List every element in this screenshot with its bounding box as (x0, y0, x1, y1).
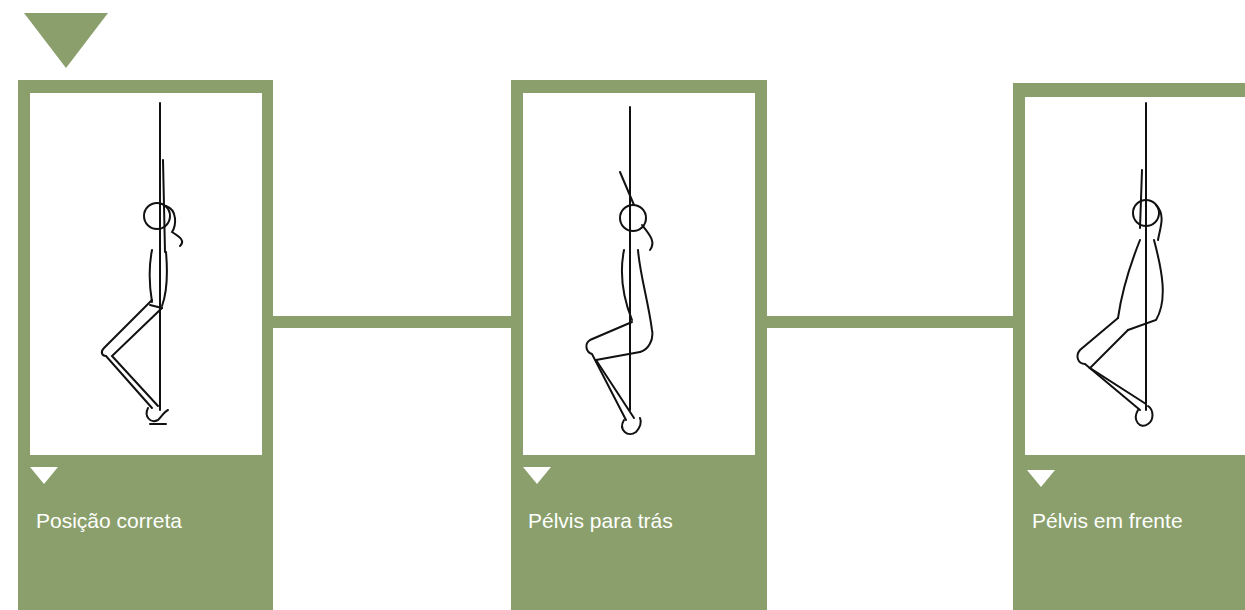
band-triangle (30, 467, 58, 484)
picture-area (1025, 97, 1245, 455)
panel-caption: Posição correta (36, 508, 261, 534)
labelled-panel: Pélvis para trás (511, 80, 767, 610)
labelled-panel: Posição correta (18, 80, 273, 610)
stick-figure (586, 107, 652, 434)
picture-area (523, 93, 755, 455)
picture-area (30, 93, 262, 455)
connector-bar (273, 316, 511, 328)
labelled-panel: Pélvis em frente (1013, 83, 1245, 610)
stick-figure (1078, 103, 1163, 426)
connector-bar (767, 316, 1013, 328)
band-triangle (523, 467, 551, 484)
pointer-triangle (24, 13, 108, 68)
panel-caption: Pélvis em frente (1032, 508, 1245, 534)
panel-caption: Pélvis para trás (528, 508, 753, 534)
stick-figure (102, 103, 182, 424)
band-triangle (1027, 470, 1055, 487)
